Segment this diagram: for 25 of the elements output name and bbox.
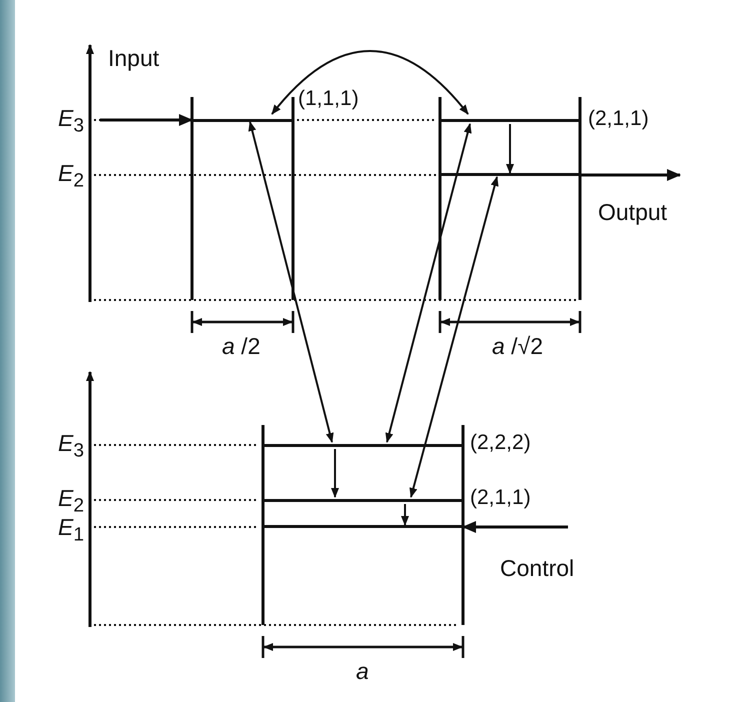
state-label: (1,1,1)	[298, 88, 359, 109]
state-label: (2,1,1)	[470, 487, 531, 508]
edge-label: Input	[108, 47, 160, 70]
arrow	[248, 121, 334, 443]
dimension-label: a /√2	[492, 335, 543, 358]
state-label: (2,1,1)	[588, 108, 649, 129]
arrow	[462, 521, 568, 533]
edge-label: Output	[598, 201, 668, 224]
energy-label: E$_{3}$	[58, 432, 84, 461]
dimension-label: a	[356, 660, 369, 683]
energy-label: E$_{3}$	[58, 107, 84, 136]
arrow	[331, 449, 339, 498]
arrow	[271, 50, 469, 115]
arrow	[580, 169, 681, 181]
arrow	[401, 504, 409, 526]
arrow	[506, 124, 514, 174]
energy-label: E$_{1}$	[58, 516, 84, 545]
arrow	[385, 123, 472, 443]
arrow	[100, 114, 193, 126]
arrow	[409, 176, 499, 498]
dimension-label: a /2	[222, 335, 260, 358]
energy-label: E$_{2}$	[58, 487, 84, 516]
state-label: (2,2,2)	[470, 432, 531, 453]
edge-label: Control	[500, 557, 574, 580]
energy-label: E$_{2}$	[58, 162, 84, 191]
